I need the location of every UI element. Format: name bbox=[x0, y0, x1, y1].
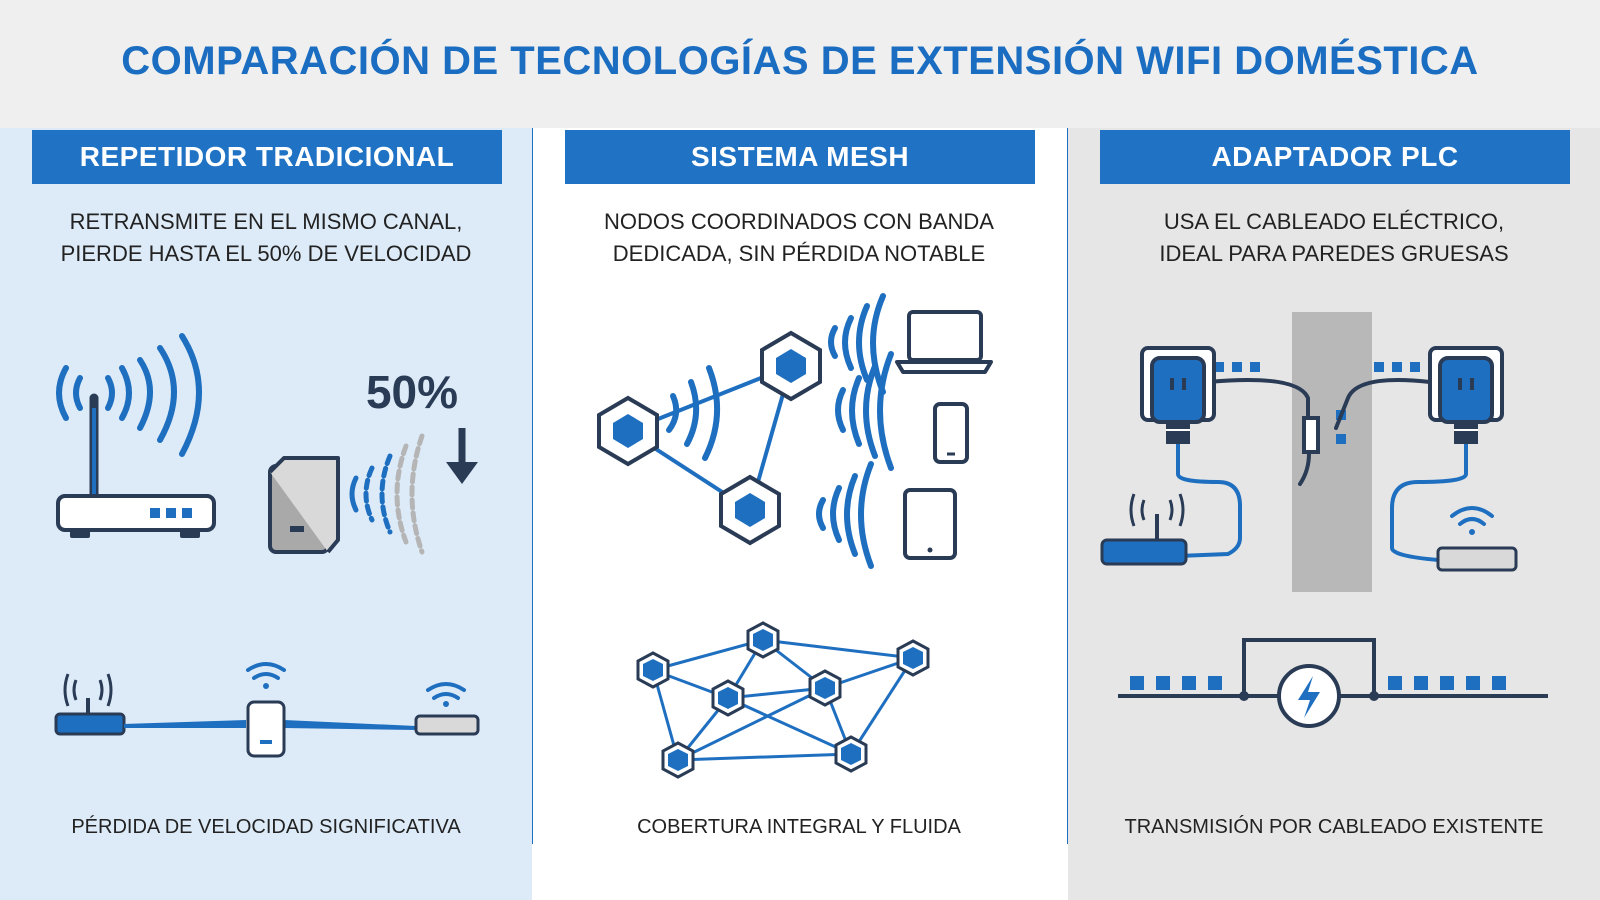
column-caption: TRANSMISIÓN POR CABLEADO EXISTENTE bbox=[1124, 816, 1544, 838]
plc-adapter-icon bbox=[1140, 346, 1216, 444]
column-mesh: SISTEMA MESH NODOS COORDINADOS CON BANDA… bbox=[533, 128, 1067, 900]
repeater-icon bbox=[268, 456, 340, 554]
router-icon bbox=[414, 682, 480, 736]
laptop-icon bbox=[895, 310, 993, 374]
page-title: COMPARACIÓN DE TECNOLOGÍAS DE EXTENSIÓN … bbox=[121, 38, 1479, 83]
repeater-illustration: 50% bbox=[54, 333, 480, 758]
plc-illustration bbox=[1100, 312, 1548, 728]
column-repetidor: REPETIDOR TRADICIONAL RETRANSMITE EN EL … bbox=[0, 128, 532, 900]
lightning-icon bbox=[1277, 664, 1341, 728]
router-icon bbox=[1436, 506, 1518, 572]
mesh-node-icon bbox=[896, 639, 930, 677]
weak-signal-icon bbox=[349, 433, 425, 555]
mesh-node-icon bbox=[661, 741, 695, 779]
column-caption: PÉRDIDA DE VELOCIDAD SIGNIFICATIVA bbox=[71, 816, 461, 838]
mesh-node-icon bbox=[760, 331, 822, 401]
wifi-signal-icon bbox=[56, 333, 202, 457]
arrow-down-icon bbox=[446, 428, 478, 484]
tablet-icon bbox=[903, 488, 957, 560]
column-heading: SISTEMA MESH bbox=[565, 130, 1035, 184]
column-description: NODOS COORDINADOS CON BANDA DEDICADA, SI… bbox=[604, 209, 994, 266]
mesh-node-icon bbox=[636, 651, 670, 689]
mesh-node-icon bbox=[597, 396, 659, 466]
column-heading: ADAPTADOR PLC bbox=[1100, 130, 1570, 184]
mesh-network bbox=[651, 638, 915, 762]
network-cable bbox=[1176, 444, 1468, 562]
mesh-node-icon bbox=[746, 621, 780, 659]
header: COMPARACIÓN DE TECNOLOGÍAS DE EXTENSIÓN … bbox=[0, 0, 1600, 128]
column-heading: REPETIDOR TRADICIONAL bbox=[32, 130, 502, 184]
plc-adapter-icon bbox=[1428, 346, 1504, 444]
wifi-signal-icon bbox=[666, 293, 894, 569]
column-plc: ADAPTADOR PLC USA EL CABLEADO ELÉCTRICO,… bbox=[1068, 128, 1600, 900]
phone-icon bbox=[933, 402, 969, 464]
column-description: RETRANSMITE EN EL MISMO CANAL, PIERDE HA… bbox=[60, 209, 472, 266]
mesh-illustration bbox=[597, 293, 993, 779]
column-divider bbox=[531, 128, 534, 844]
speed-loss-badge: 50% bbox=[366, 366, 458, 418]
router-icon bbox=[1100, 493, 1188, 566]
mesh-node-icon bbox=[711, 679, 745, 717]
router-icon bbox=[56, 393, 216, 538]
mesh-node-icon bbox=[808, 669, 842, 707]
repeater-icon bbox=[246, 662, 286, 758]
column-description: USA EL CABLEADO ELÉCTRICO, IDEAL PARA PA… bbox=[1159, 209, 1509, 266]
router-icon bbox=[54, 673, 126, 736]
power-cable bbox=[1206, 378, 1432, 486]
mesh-node-icon bbox=[719, 475, 781, 545]
mesh-node-icon bbox=[834, 735, 868, 773]
column-caption: COBERTURA INTEGRAL Y FLUIDA bbox=[637, 816, 961, 838]
